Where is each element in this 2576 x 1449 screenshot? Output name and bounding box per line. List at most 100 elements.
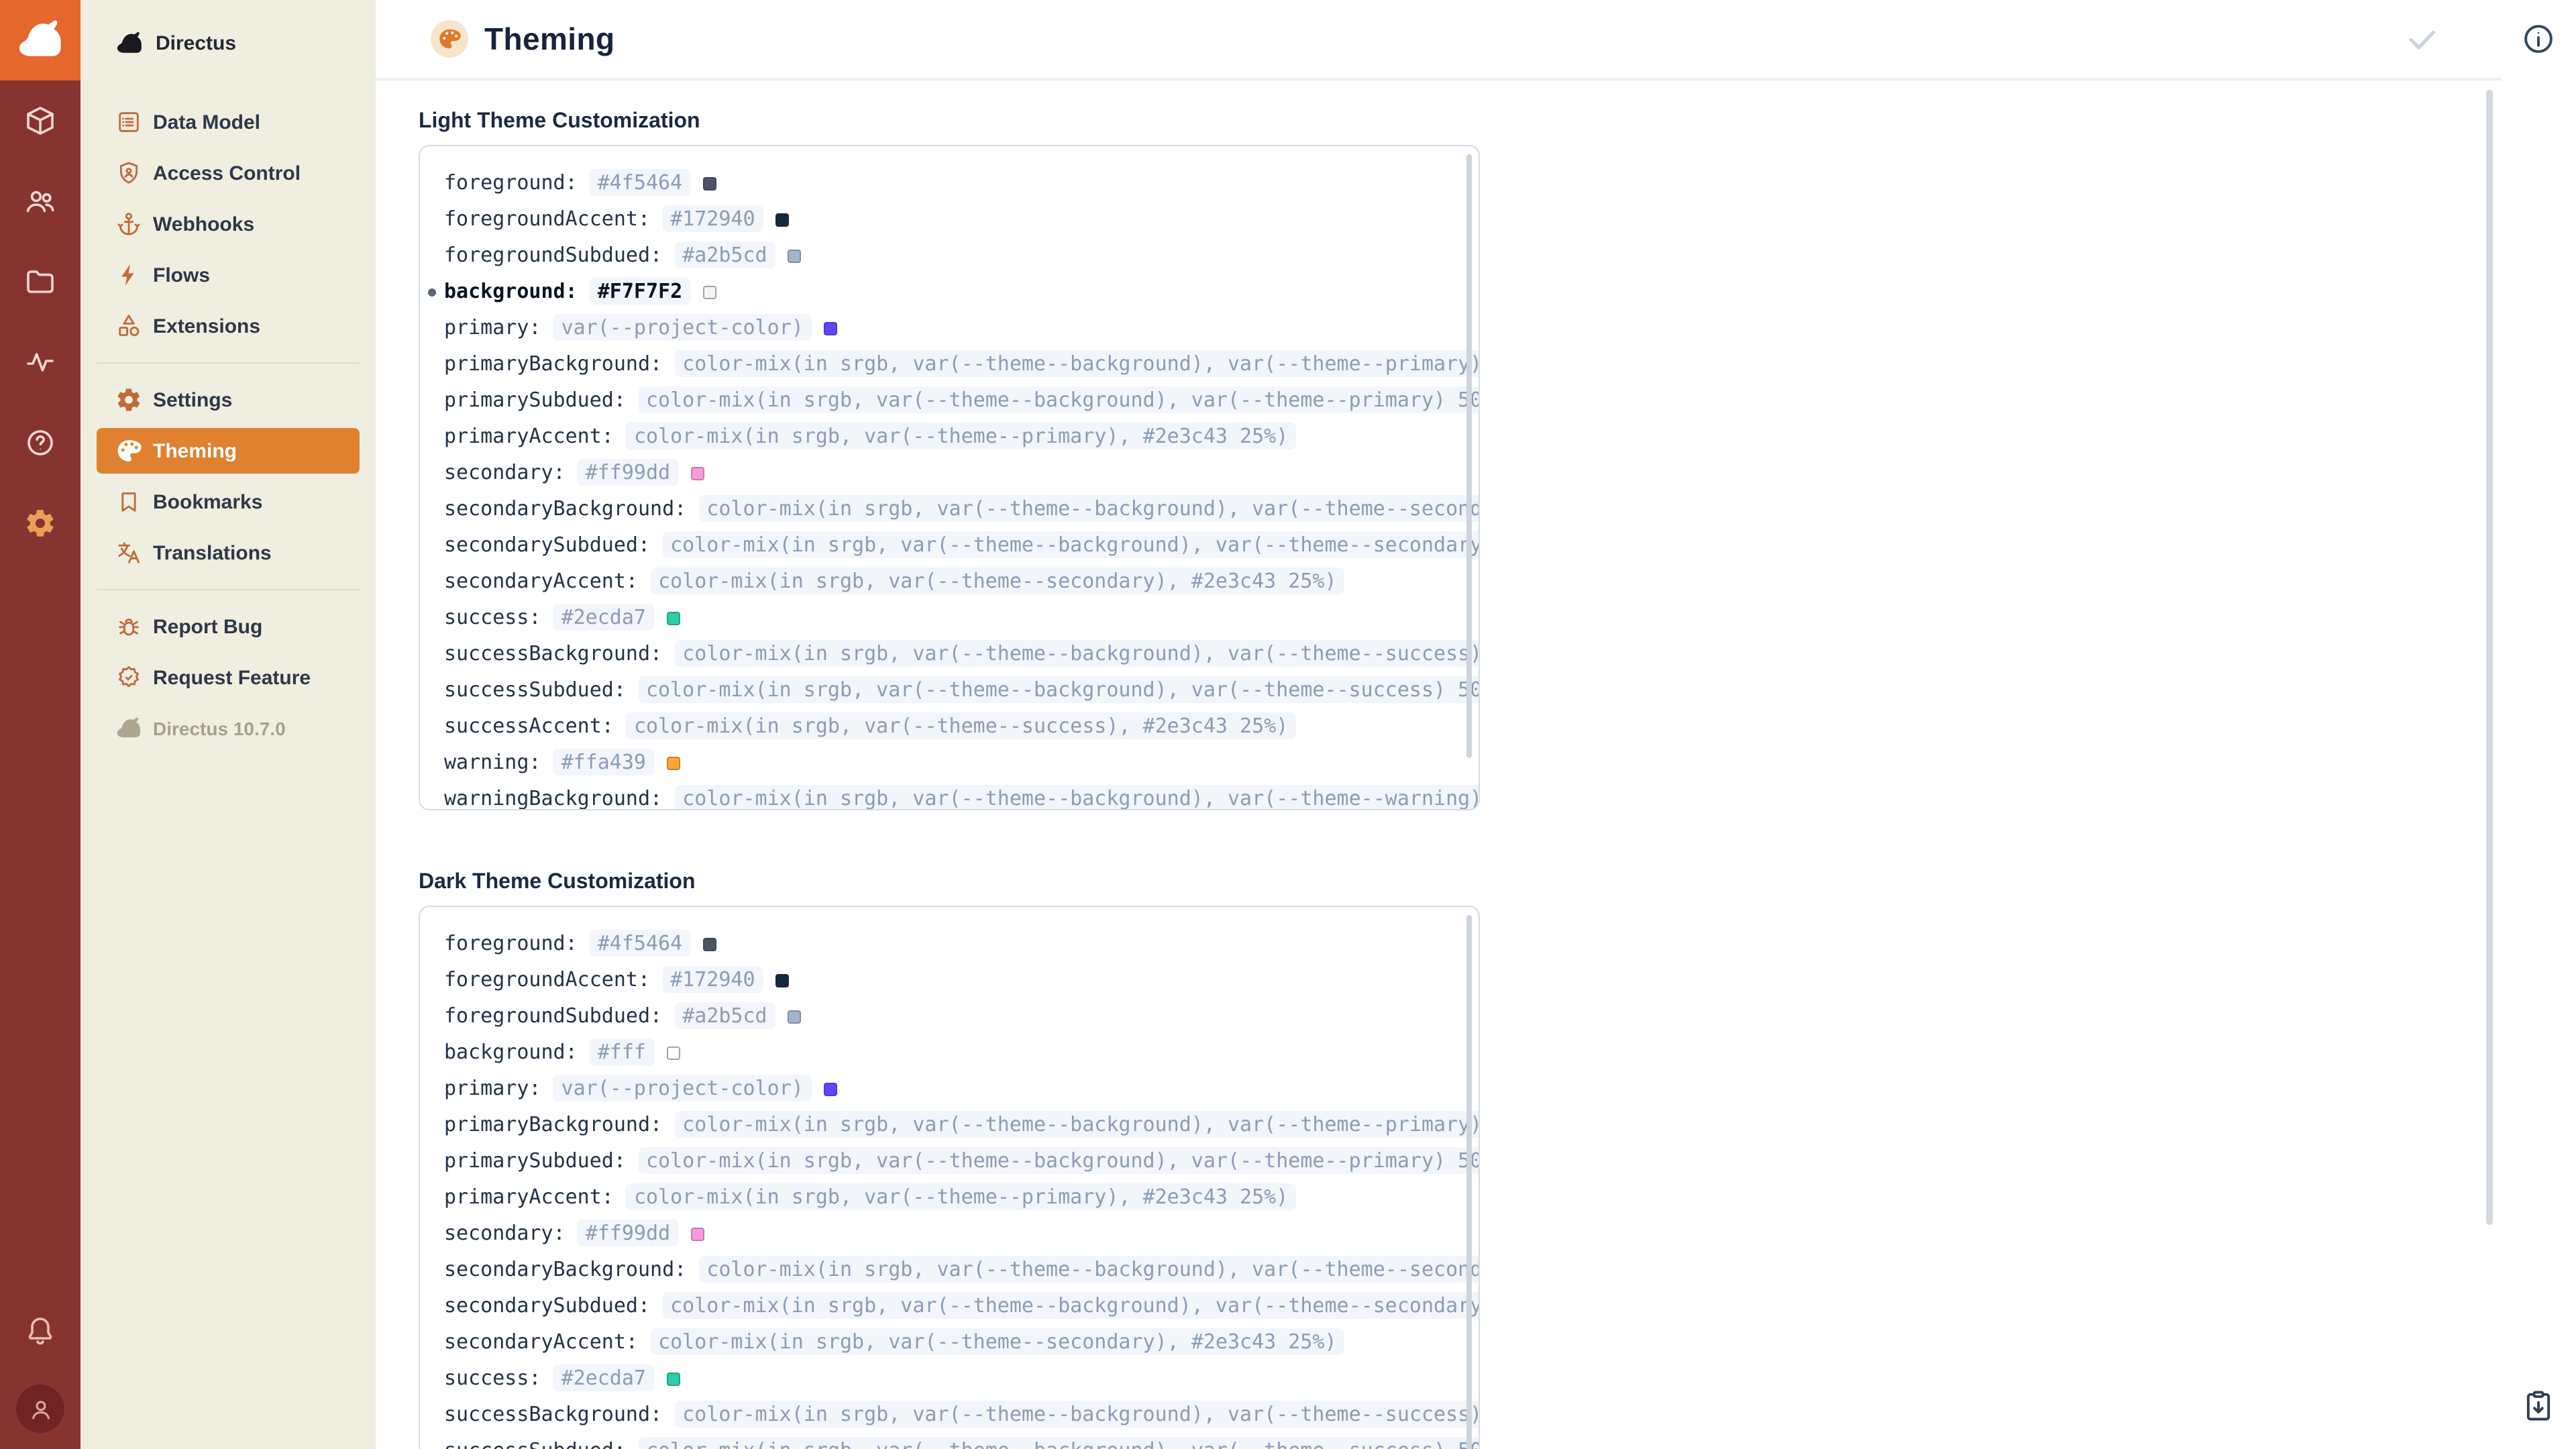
shield-person-icon: [115, 160, 142, 186]
theme-rule-primarySubdued[interactable]: primarySubdued: color-mix(in srgb, var(-…: [444, 382, 1479, 419]
theme-rule-foreground[interactable]: foreground: #4f5464: [444, 165, 1479, 201]
app-version: Directus 10.7.0: [80, 703, 376, 754]
sidebar-item-flows[interactable]: Flows: [80, 250, 376, 301]
notifications-button[interactable]: [0, 1293, 80, 1368]
version-label: Directus 10.7.0: [153, 718, 286, 739]
rule-key: success:: [444, 605, 541, 629]
module-user-directory-button[interactable]: [0, 161, 80, 241]
editor-scrollbar[interactable]: [1466, 154, 1472, 758]
module-file-library-button[interactable]: [0, 241, 80, 322]
user-avatar-button[interactable]: [0, 1368, 80, 1449]
sidebar-item-request-feature[interactable]: Request Feature: [80, 652, 376, 703]
theme-rule-primary[interactable]: primary: var(--project-color): [444, 310, 1479, 346]
paste-button[interactable]: [2520, 1389, 2557, 1426]
theming-icon-badge: [431, 20, 468, 58]
rule-key: successSubdued:: [444, 678, 626, 702]
project-header[interactable]: Directus: [80, 0, 376, 86]
rule-value: #172940: [662, 966, 763, 993]
editor-scrollbar[interactable]: [1466, 915, 1472, 1449]
rule-key: success:: [444, 1366, 541, 1390]
color-swatch: [702, 938, 716, 951]
theme-rule-secondaryAccent[interactable]: secondaryAccent: color-mix(in srgb, var(…: [444, 1324, 1479, 1360]
theme-rule-warningBackground[interactable]: warningBackground: color-mix(in srgb, va…: [444, 781, 1479, 810]
project-logo-button[interactable]: [0, 0, 80, 80]
rule-key: primaryBackground:: [444, 1112, 662, 1136]
theme-rule-success[interactable]: success: #2ecda7: [444, 1360, 1479, 1397]
module-insights-button[interactable]: [0, 322, 80, 402]
rule-value: color-mix(in srgb, var(--theme--backgrou…: [674, 640, 1480, 667]
module-settings-button[interactable]: [0, 483, 80, 564]
rule-value: #F7F7F2: [590, 278, 690, 305]
theme-rule-foregroundAccent[interactable]: foregroundAccent: #172940: [444, 962, 1479, 998]
theme-rule-primarySubdued[interactable]: primarySubdued: color-mix(in srgb, var(-…: [444, 1143, 1479, 1179]
bug-icon: [115, 613, 142, 640]
theme-rule-primaryBackground[interactable]: primaryBackground: color-mix(in srgb, va…: [444, 1107, 1479, 1143]
sidebar-item-bookmarks[interactable]: Bookmarks: [80, 476, 376, 527]
sidebar-item-access-control[interactable]: Access Control: [80, 148, 376, 199]
sidebar-item-settings[interactable]: Settings: [80, 374, 376, 425]
theme-rule-warning[interactable]: warning: #ffa439: [444, 745, 1479, 781]
rule-key: successBackground:: [444, 1402, 662, 1426]
theme-rule-secondarySubdued[interactable]: secondarySubdued: color-mix(in srgb, var…: [444, 1288, 1479, 1324]
light-theme-section: Light Theme Customization foreground: #4…: [419, 109, 2501, 810]
sidebar-item-report-bug[interactable]: Report Bug: [80, 601, 376, 652]
theme-rule-foregroundSubdued[interactable]: foregroundSubdued: #a2b5cd: [444, 998, 1479, 1034]
rule-key: secondaryAccent:: [444, 1330, 638, 1354]
module-content-button[interactable]: [0, 80, 80, 161]
theme-rule-foregroundSubdued[interactable]: foregroundSubdued: #a2b5cd: [444, 237, 1479, 274]
dark-theme-editor[interactable]: foreground: #4f5464foregroundAccent: #17…: [419, 906, 1480, 1449]
theme-rule-secondaryAccent[interactable]: secondaryAccent: color-mix(in srgb, var(…: [444, 564, 1479, 600]
rule-value: #172940: [662, 205, 763, 232]
sidebar-item-extensions[interactable]: Extensions: [80, 301, 376, 352]
theme-rule-primaryAccent[interactable]: primaryAccent: color-mix(in srgb, var(--…: [444, 1179, 1479, 1216]
rule-value: color-mix(in srgb, var(--theme--backgrou…: [638, 1147, 1480, 1174]
rule-key: foreground:: [444, 931, 578, 955]
rule-key: successAccent:: [444, 714, 614, 738]
theme-rule-foreground[interactable]: foreground: #4f5464: [444, 926, 1479, 962]
sidebar-item-label: Report Bug: [153, 615, 262, 638]
theme-rule-primaryAccent[interactable]: primaryAccent: color-mix(in srgb, var(--…: [444, 419, 1479, 455]
rule-key: background:: [444, 1040, 578, 1064]
theme-rule-successBackground[interactable]: successBackground: color-mix(in srgb, va…: [444, 1397, 1479, 1433]
theme-rule-primaryBackground[interactable]: primaryBackground: color-mix(in srgb, va…: [444, 346, 1479, 382]
rule-value: color-mix(in srgb, var(--theme--backgrou…: [638, 676, 1480, 703]
sidebar-item-label: Flows: [153, 264, 210, 286]
sidebar-item-label: Theming: [153, 439, 237, 462]
page-scrollbar[interactable]: [2486, 90, 2493, 1225]
theme-rule-secondary[interactable]: secondary: #ff99dd: [444, 1216, 1479, 1252]
sidebar-item-theming[interactable]: Theming: [97, 428, 360, 474]
save-button[interactable]: [2403, 21, 2440, 59]
theme-rule-successAccent[interactable]: successAccent: color-mix(in srgb, var(--…: [444, 708, 1479, 745]
pulse-icon: [24, 346, 56, 378]
theme-rule-foregroundAccent[interactable]: foregroundAccent: #172940: [444, 201, 1479, 237]
module-documentation-button[interactable]: [0, 402, 80, 483]
rule-value: #4f5464: [590, 169, 690, 196]
sidebar-item-data-model[interactable]: Data Model: [80, 97, 376, 148]
theme-rule-successSubdued[interactable]: successSubdued: color-mix(in srgb, var(-…: [444, 672, 1479, 708]
rule-key: secondaryBackground:: [444, 496, 686, 521]
color-swatch: [702, 177, 716, 191]
theme-rule-success[interactable]: success: #2ecda7: [444, 600, 1479, 636]
theme-rule-background[interactable]: background: #F7F7F2: [444, 274, 1479, 310]
module-bar: [0, 0, 80, 1449]
color-swatch: [666, 1373, 680, 1386]
rule-value: color-mix(in srgb, var(--theme--backgrou…: [662, 531, 1480, 558]
theme-rule-secondary[interactable]: secondary: #ff99dd: [444, 455, 1479, 491]
sidebar-item-label: Settings: [153, 388, 232, 411]
rule-key: primarySubdued:: [444, 1148, 626, 1173]
theme-rule-secondarySubdued[interactable]: secondarySubdued: color-mix(in srgb, var…: [444, 527, 1479, 564]
theme-rule-secondaryBackground[interactable]: secondaryBackground: color-mix(in srgb, …: [444, 1252, 1479, 1288]
theme-rule-background[interactable]: background: #fff: [444, 1034, 1479, 1071]
sidebar-item-label: Access Control: [153, 162, 301, 184]
info-sidebar-toggle[interactable]: [2520, 21, 2557, 59]
theme-rule-secondaryBackground[interactable]: secondaryBackground: color-mix(in srgb, …: [444, 491, 1479, 527]
theme-rule-primary[interactable]: primary: var(--project-color): [444, 1071, 1479, 1107]
rule-value: color-mix(in srgb, var(--theme--backgrou…: [674, 1401, 1480, 1428]
light-theme-editor[interactable]: foreground: #4f5464foregroundAccent: #17…: [419, 145, 1480, 810]
sidebar-item-webhooks[interactable]: Webhooks: [80, 199, 376, 250]
rule-key: primaryAccent:: [444, 1185, 614, 1209]
theme-rule-successBackground[interactable]: successBackground: color-mix(in srgb, va…: [444, 636, 1479, 672]
sidebar-item-translations[interactable]: Translations: [80, 527, 376, 578]
theme-rule-successSubdued[interactable]: successSubdued: color-mix(in srgb, var(-…: [444, 1433, 1479, 1449]
page-header: Theming: [376, 0, 2501, 80]
